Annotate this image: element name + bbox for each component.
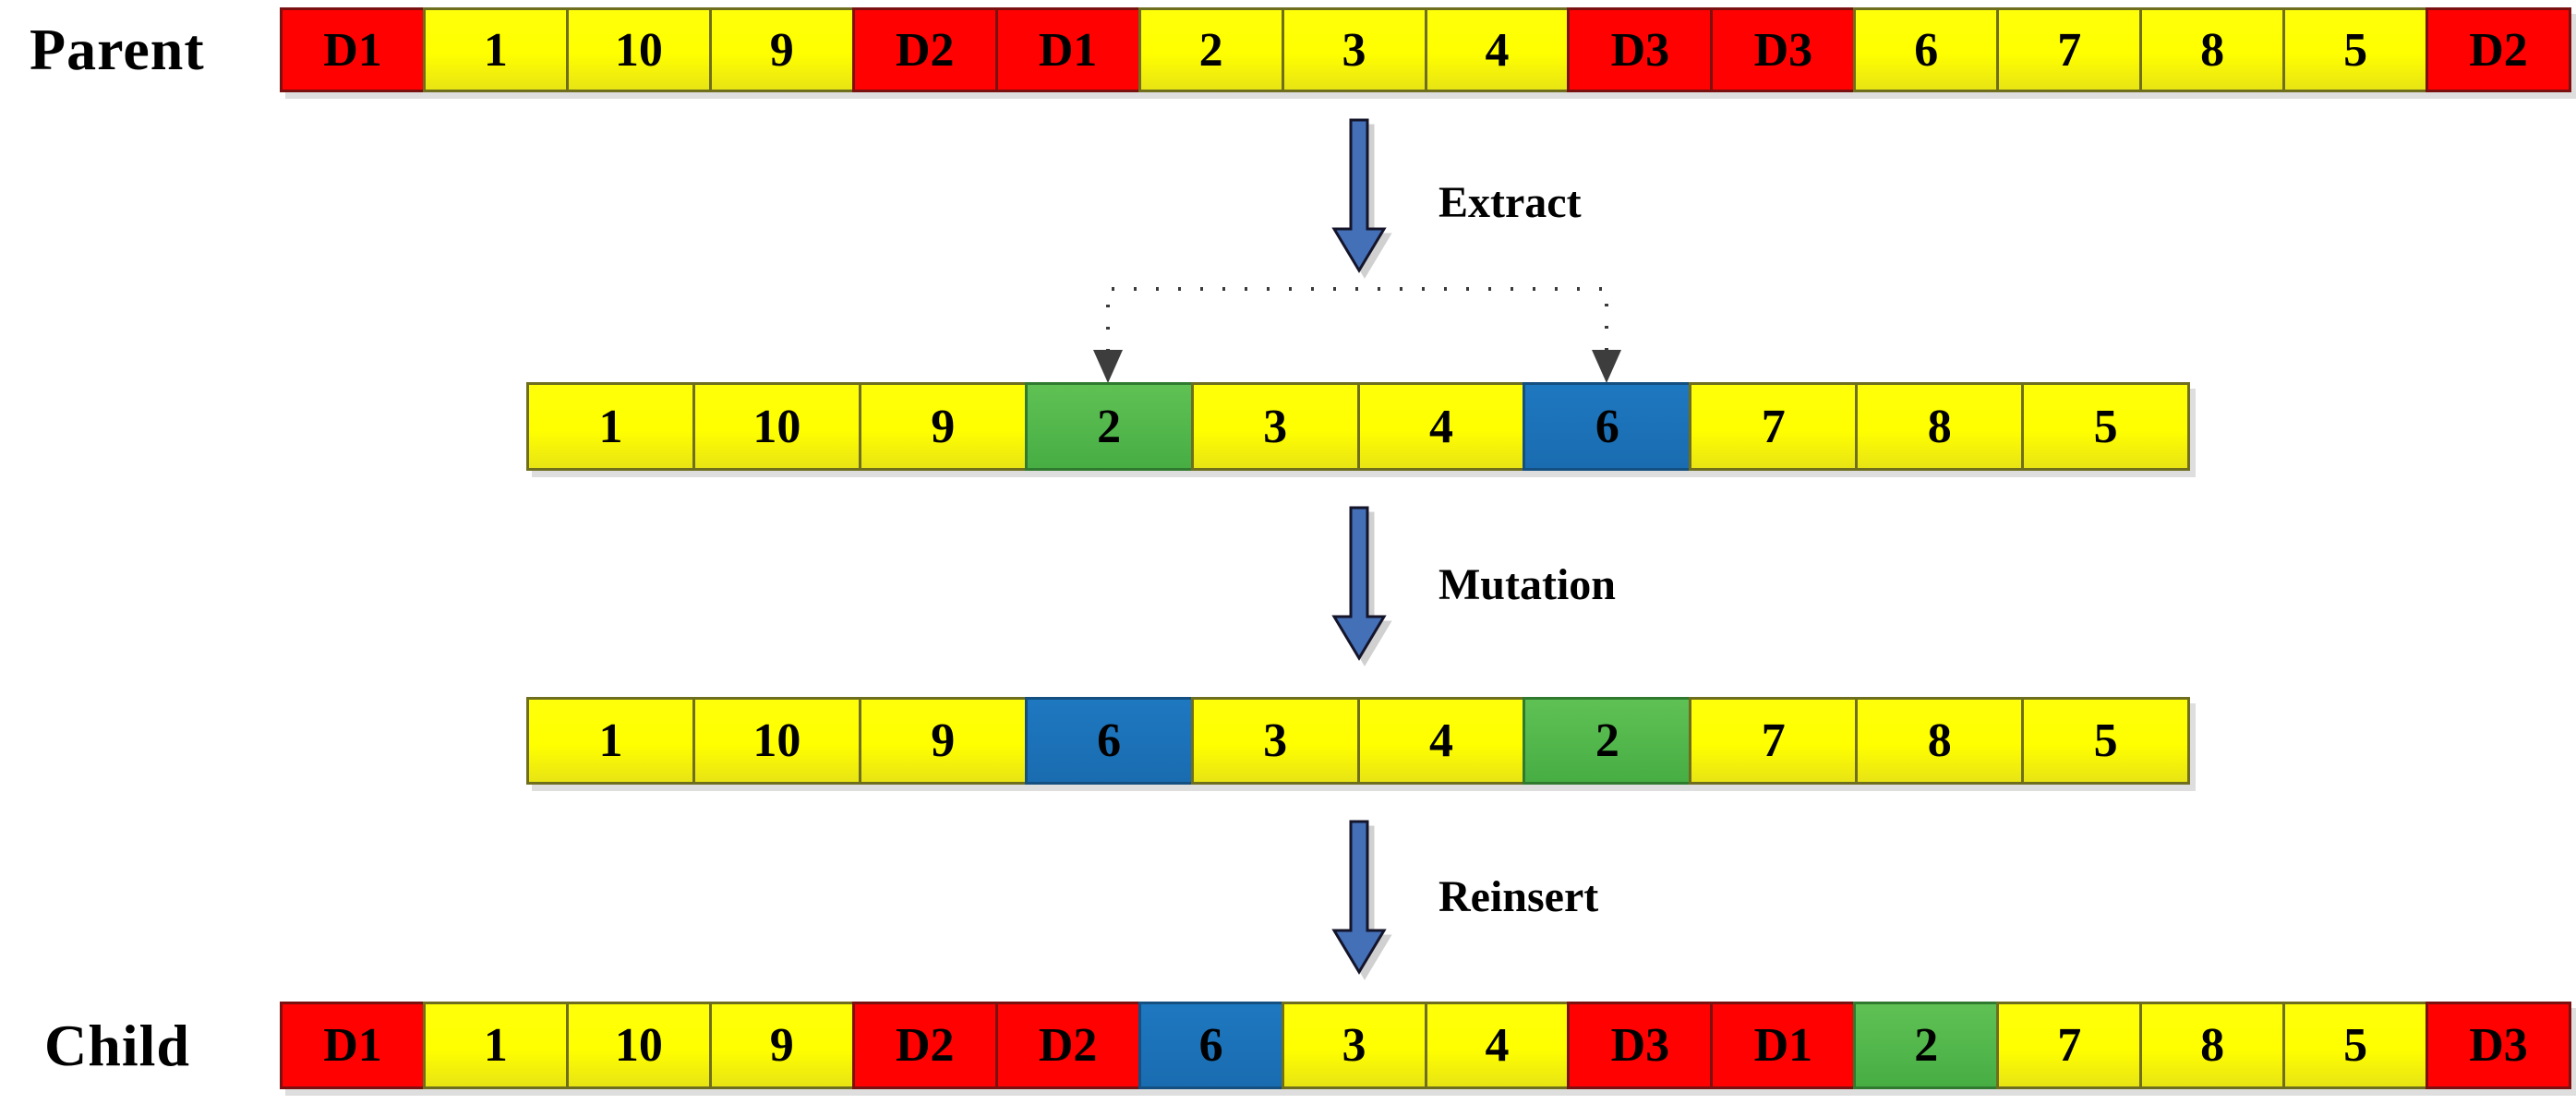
gene-cell-4: 4 — [1424, 1002, 1571, 1089]
gene-cell-d2: D2 — [2426, 7, 2571, 92]
gene-cell-d1: D1 — [280, 1002, 426, 1089]
gene-cell-2: 2 — [1138, 7, 1284, 92]
gene-cell-8: 8 — [1855, 697, 2025, 785]
gene-cell-d2: D2 — [851, 1002, 998, 1089]
gene-cell-1: 1 — [422, 1002, 569, 1089]
gene-cell-7: 7 — [1689, 382, 1859, 471]
gene-cell-4: 4 — [1356, 697, 1526, 785]
gene-cell-7: 7 — [1996, 7, 2143, 92]
gene-cell-d3: D3 — [1567, 7, 1714, 92]
gene-cell-d2: D2 — [851, 7, 998, 92]
gene-cell-7: 7 — [1689, 697, 1859, 785]
gene-cell-d1: D1 — [280, 7, 426, 92]
reinsert-step-label: Reinsert — [1438, 872, 1599, 921]
gene-cell-d1: D1 — [994, 7, 1141, 92]
gene-cell-d1: D1 — [1710, 1002, 1857, 1089]
mutation-down-arrow-icon — [1331, 506, 1387, 661]
gene-cell-3: 3 — [1190, 382, 1360, 471]
gene-cell-9: 9 — [708, 1002, 855, 1089]
reinsert-down-arrow-icon — [1331, 820, 1387, 975]
gene-cell-d3: D3 — [1710, 7, 1857, 92]
gene-cell-4: 4 — [1424, 7, 1571, 92]
gene-cell-d3: D3 — [2426, 1002, 2571, 1089]
gene-cell-6: 6 — [1138, 1002, 1284, 1089]
gene-cell-5: 5 — [2021, 382, 2191, 471]
gene-cell-9: 9 — [708, 7, 855, 92]
parent-label: Parent — [30, 17, 205, 82]
gene-cell-1: 1 — [526, 697, 695, 785]
extract-down-arrow-icon — [1331, 118, 1387, 273]
gene-cell-3: 3 — [1190, 697, 1360, 785]
gene-cell-5: 5 — [2282, 1002, 2429, 1089]
gene-cell-2: 2 — [1853, 1002, 2000, 1089]
gene-cell-9: 9 — [858, 382, 1028, 471]
child-label: Child — [44, 1012, 190, 1078]
gene-cell-d2: D2 — [994, 1002, 1141, 1089]
gene-cell-9: 9 — [858, 697, 1028, 785]
gene-cell-4: 4 — [1356, 382, 1526, 471]
gene-cell-6: 6 — [1853, 7, 2000, 92]
gene-cell-8: 8 — [2139, 1002, 2286, 1089]
gene-cell-1: 1 — [422, 7, 569, 92]
gene-cell-2: 2 — [1523, 697, 1692, 785]
mutation-step-label: Mutation — [1438, 560, 1616, 609]
gene-cell-d3: D3 — [1567, 1002, 1714, 1089]
gene-cell-1: 1 — [526, 382, 695, 471]
extract-step-label: Extract — [1438, 178, 1582, 227]
gene-cell-6: 6 — [1523, 382, 1692, 471]
gene-cell-5: 5 — [2282, 7, 2429, 92]
gene-cell-5: 5 — [2021, 697, 2191, 785]
gene-cell-10: 10 — [565, 7, 712, 92]
gene-cell-10: 10 — [565, 1002, 712, 1089]
gene-cell-10: 10 — [692, 697, 861, 785]
gene-cell-3: 3 — [1281, 7, 1427, 92]
gene-cell-7: 7 — [1996, 1002, 2143, 1089]
gene-cell-3: 3 — [1281, 1002, 1427, 1089]
gene-cell-2: 2 — [1024, 382, 1194, 471]
gene-cell-8: 8 — [1855, 382, 2025, 471]
gene-cell-8: 8 — [2139, 7, 2286, 92]
dotted-selection-pointers-icon — [1093, 287, 1621, 383]
gene-cell-10: 10 — [692, 382, 861, 471]
gene-cell-6: 6 — [1024, 697, 1194, 785]
